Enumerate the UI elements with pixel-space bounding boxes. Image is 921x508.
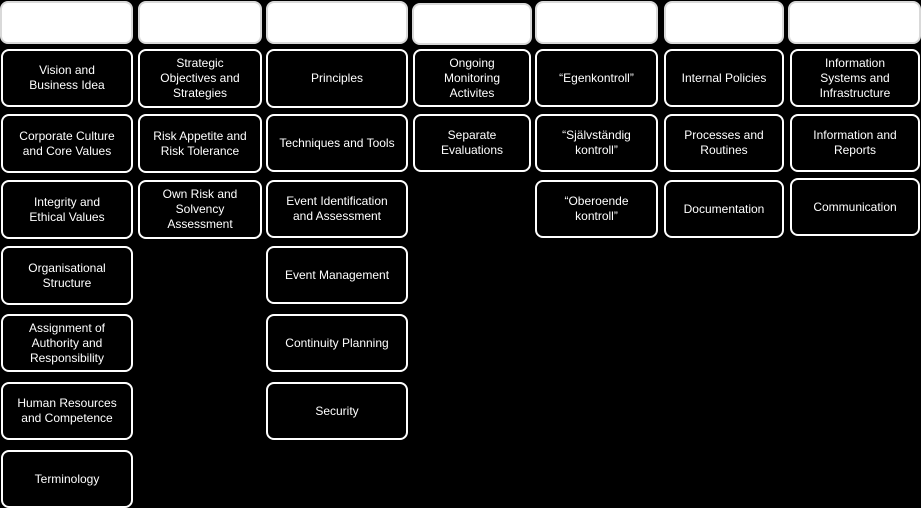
column-7-item-3: Communication [790, 178, 920, 236]
column-header-1 [0, 1, 133, 44]
column-3-item-2: Techniques and Tools [266, 114, 408, 172]
column-3-item-4: Event Management [266, 246, 408, 304]
column-header-2 [138, 1, 262, 44]
column-5-item-1: “Egenkontroll” [535, 49, 658, 107]
column-6-item-3: Documentation [664, 180, 784, 238]
column-header-7 [788, 1, 921, 44]
column-3-item-6: Security [266, 382, 408, 440]
column-header-3 [266, 1, 408, 44]
column-3-item-1: Principles [266, 49, 408, 108]
column-1-item-7: Terminology [1, 450, 133, 508]
column-header-4 [412, 3, 532, 45]
column-3-item-5: Continuity Planning [266, 314, 408, 372]
column-6-item-1: Internal Policies [664, 49, 784, 107]
column-header-5 [535, 1, 658, 44]
column-header-6 [664, 1, 784, 44]
